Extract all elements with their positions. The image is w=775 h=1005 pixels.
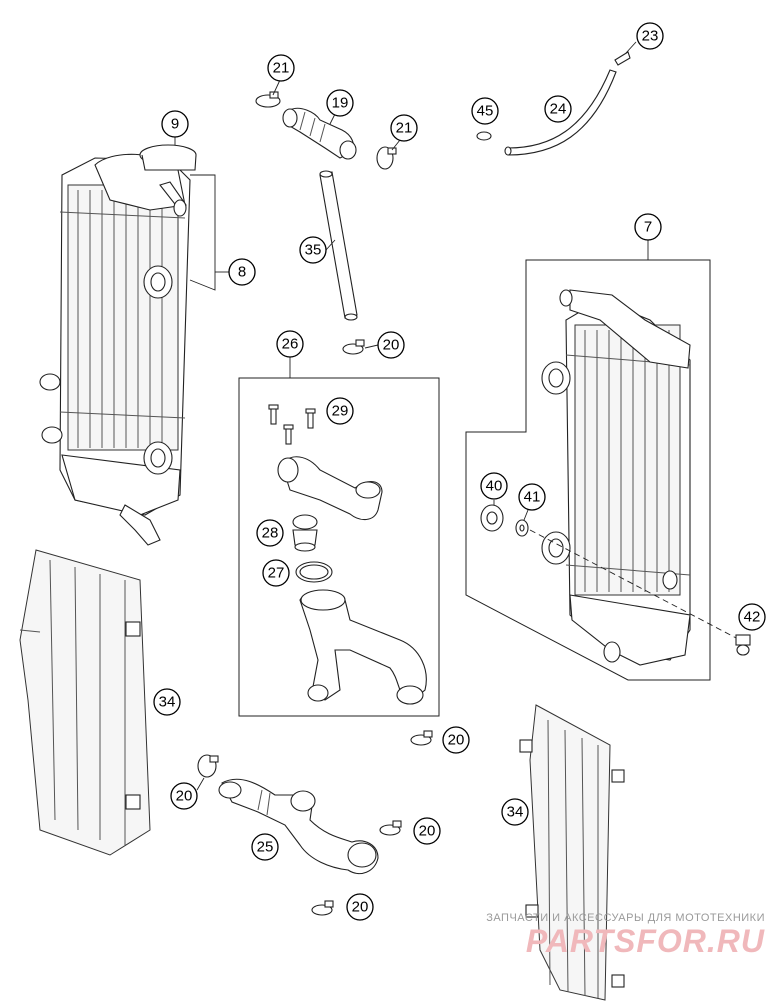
svg-text:24: 24 — [550, 101, 567, 118]
clamp-20-bottom — [311, 900, 334, 916]
frame-26 — [238, 377, 440, 717]
callout-20e: 20 — [346, 893, 374, 921]
callout-9: 9 — [161, 110, 189, 138]
hose-19 — [282, 107, 357, 160]
leader-23 — [625, 41, 637, 54]
svg-text:25: 25 — [257, 839, 274, 856]
right-radiator — [541, 289, 691, 666]
svg-text:20: 20 — [448, 732, 465, 749]
thermostat-housing — [277, 456, 383, 521]
svg-text:42: 42 — [744, 609, 761, 626]
callout-21a: 21 — [267, 54, 295, 82]
shroud-34-right — [519, 704, 625, 1001]
screws-29 — [268, 404, 316, 445]
svg-text:26: 26 — [282, 336, 299, 353]
o-ring-27 — [295, 561, 333, 583]
svg-text:27: 27 — [268, 565, 285, 582]
svg-text:34: 34 — [507, 804, 524, 821]
svg-text:28: 28 — [262, 525, 279, 542]
svg-text:20: 20 — [176, 788, 193, 805]
radiator-cap-9 — [139, 144, 197, 217]
left-radiator — [39, 153, 191, 546]
callout-26: 26 — [276, 330, 304, 358]
callout-35: 35 — [299, 236, 327, 264]
callout-27: 27 — [262, 559, 290, 587]
svg-text:35: 35 — [305, 242, 322, 259]
callout-28: 28 — [256, 519, 284, 547]
shroud-34-left — [19, 549, 151, 856]
callout-34a: 34 — [153, 688, 181, 716]
leader-41 — [523, 509, 529, 521]
callout-20d: 20 — [413, 817, 441, 845]
clip-45 — [476, 131, 492, 141]
svg-text:8: 8 — [238, 264, 246, 281]
watermark: ЗАПЧАСТИ И АКСЕССУАРЫ ДЛЯ МОТОТЕХНИКИ PA… — [486, 912, 765, 958]
clip-23 — [614, 51, 631, 66]
svg-text:9: 9 — [171, 116, 179, 133]
hose-25 — [218, 778, 379, 875]
svg-text:20: 20 — [383, 337, 400, 354]
svg-text:21: 21 — [273, 60, 290, 77]
leader-20c — [196, 777, 205, 791]
callout-23: 23 — [636, 22, 664, 50]
thermostat-28 — [292, 514, 318, 552]
leader-21a — [272, 79, 281, 96]
callout-7: 7 — [634, 213, 662, 241]
leader-20a — [364, 344, 379, 349]
leader-35 — [325, 239, 336, 251]
clamp-20-top — [342, 339, 365, 355]
watermark-tagline: ЗАПЧАСТИ И АКСЕССУАРЫ ДЛЯ МОТОТЕХНИКИ — [486, 912, 765, 924]
clamp-20-right — [379, 820, 402, 836]
callout-41: 41 — [518, 483, 546, 511]
clamp-21-right — [376, 146, 397, 170]
svg-text:41: 41 — [524, 489, 541, 506]
clamp-21-left — [255, 91, 281, 108]
frame-7 — [465, 259, 711, 681]
bolt-42 — [735, 634, 751, 656]
thermostat-hose — [299, 589, 427, 705]
svg-text:45: 45 — [477, 103, 494, 120]
callout-8: 8 — [228, 258, 256, 286]
washer-41 — [515, 519, 529, 537]
pipe-35 — [319, 170, 358, 321]
svg-text:20: 20 — [352, 899, 369, 916]
callout-19: 19 — [326, 89, 354, 117]
callout-24: 24 — [544, 95, 572, 123]
svg-text:7: 7 — [644, 219, 652, 236]
svg-text:20: 20 — [419, 823, 436, 840]
svg-text:21: 21 — [396, 120, 413, 137]
callout-20b: 20 — [442, 726, 470, 754]
svg-text:29: 29 — [332, 403, 349, 420]
hose-24 — [504, 69, 617, 156]
svg-text:34: 34 — [159, 694, 176, 711]
callout-40: 40 — [480, 472, 508, 500]
callout-21b: 21 — [390, 114, 418, 142]
leader-8-bracket — [189, 174, 216, 291]
callout-20c: 20 — [170, 782, 198, 810]
callout-42: 42 — [738, 603, 766, 631]
callout-20a: 20 — [377, 331, 405, 359]
callout-34b: 34 — [501, 798, 529, 826]
leader-21b — [391, 139, 401, 151]
clamp-20-mid — [410, 730, 433, 746]
watermark-brand: PARTSFOR.RU — [525, 923, 765, 959]
svg-text:23: 23 — [642, 28, 659, 45]
svg-text:40: 40 — [486, 478, 503, 495]
callout-29: 29 — [326, 397, 354, 425]
clamp-20-left — [197, 754, 219, 778]
svg-text:19: 19 — [332, 95, 349, 112]
callout-45: 45 — [471, 97, 499, 125]
grommet-40 — [480, 504, 504, 532]
callout-25: 25 — [251, 833, 279, 861]
